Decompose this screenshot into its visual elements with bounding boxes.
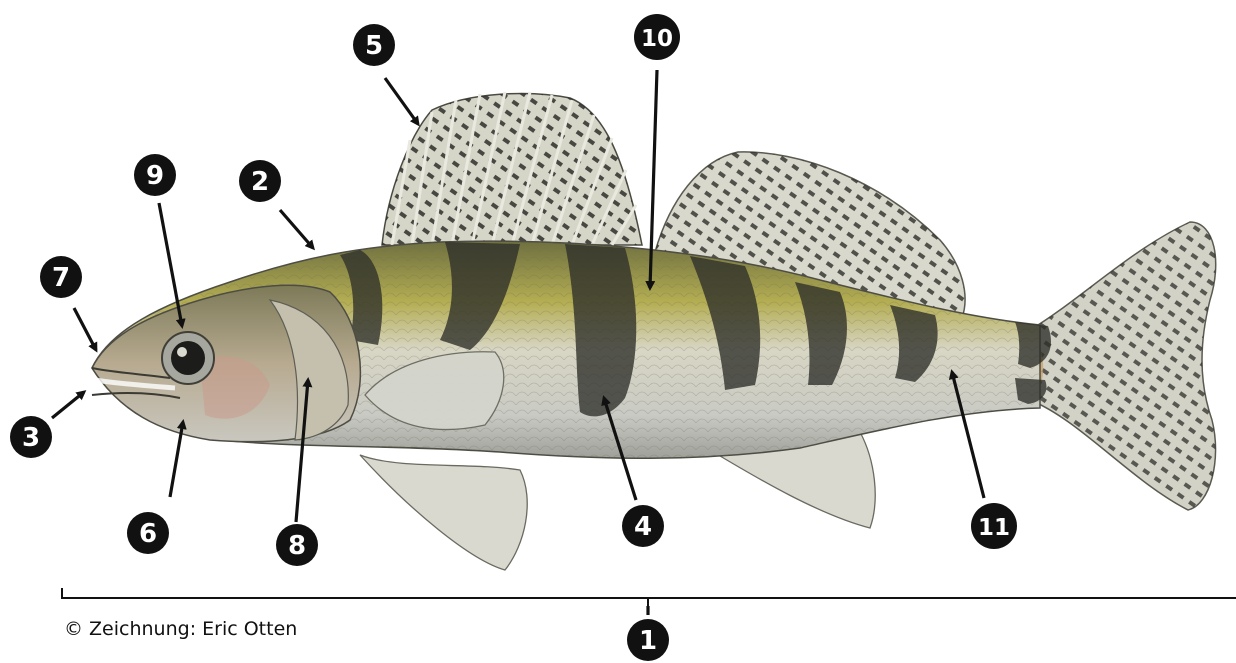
svg-text:10: 10 [641,26,673,52]
marker-7: 7 [40,256,82,298]
fish-head [92,285,360,441]
marker-10: 10 [634,14,680,60]
credit-text: © Zeichnung: Eric Otten [64,618,297,640]
marker-4: 4 [622,505,664,547]
marker-5: 5 [353,24,395,66]
svg-text:2: 2 [251,167,269,197]
marker-11: 11 [971,503,1017,549]
marker-8: 8 [276,524,318,566]
svg-text:7: 7 [52,263,70,293]
first-dorsal-fin [382,92,642,245]
arrow-3 [52,392,84,418]
arrow-2 [280,210,313,248]
svg-text:9: 9 [146,161,164,191]
arrow-6 [170,422,183,497]
pelvic-fin [360,455,527,570]
marker-2: 2 [239,160,281,202]
arrow-7 [74,308,96,350]
svg-text:3: 3 [22,423,40,453]
caudal-fin [1030,222,1216,510]
arrow-5 [385,78,418,124]
marker-3: 3 [10,416,52,458]
svg-text:11: 11 [978,515,1010,541]
svg-text:4: 4 [634,512,652,542]
svg-text:1: 1 [639,626,657,656]
svg-text:8: 8 [288,531,306,561]
marker-6: 6 [127,512,169,554]
svg-text:6: 6 [139,519,157,549]
marker-9: 9 [134,154,176,196]
marker-1: 1 [627,619,669,661]
svg-text:5: 5 [365,31,383,61]
